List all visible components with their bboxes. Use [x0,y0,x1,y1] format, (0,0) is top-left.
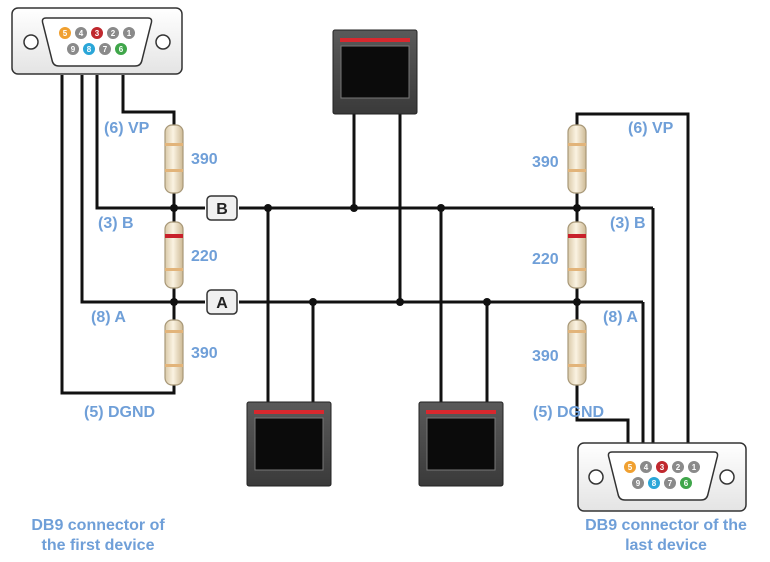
db9-pin-number: 8 [652,479,657,488]
right-a-label: (8) A [603,309,638,326]
caption-last-line2: last device [625,537,707,554]
db9-pin [106,26,120,40]
db9-pin-number: 4 [644,463,649,472]
junction-dot [573,204,581,212]
db9-pin [66,42,80,56]
junction-dot [170,298,178,306]
db9-pin [647,476,661,490]
caption-last-device: DB9 connector of the last device [556,516,770,556]
db9-pin-number: 4 [79,29,84,38]
bus-b-box: B [206,195,238,221]
db9-pin [122,26,136,40]
mount-hole [155,34,171,50]
junction-dot [350,204,358,212]
right-dgnd-label: (5) DGND [533,404,604,421]
db9-pin [663,476,677,490]
db9-pin-number: 8 [87,45,92,54]
db9-pin [623,460,637,474]
left-b-wire [95,75,205,210]
junction-dot [483,298,491,306]
hmi-panel-top [332,29,418,115]
right-resistor-mid [567,221,587,289]
junction-dot [396,298,404,306]
right-bottom-resistor-value: 390 [532,348,559,365]
junction-dot [437,204,445,212]
bus-a-label: A [216,295,228,312]
caption-last-line1: DB9 connector of the [585,517,747,534]
left-resistor-bottom [164,319,184,386]
junction-dot [573,298,581,306]
db9-pin [671,460,685,474]
db9-pin [98,42,112,56]
hmi-panel-bottom-left [246,401,332,487]
db9-pin-number: 3 [95,29,100,38]
right-dgnd-wire [575,385,630,445]
db9-connector-first: 5 4 3 2 1 9 8 7 6 [11,7,183,75]
db9-pin-number: 6 [684,479,689,488]
db9-pin [639,460,653,474]
left-a-wire [80,75,205,304]
mount-hole [588,469,604,485]
db9-pin [679,476,693,490]
db9-pin-number: 9 [636,479,641,488]
caption-first-device: DB9 connector of the first device [0,516,208,556]
db9-connector-last: 5 4 3 2 1 9 8 7 6 [577,442,747,512]
right-top-resistor-value: 390 [532,154,559,171]
db9-pin-number: 7 [668,479,673,488]
db9-pin-number: 1 [692,463,697,472]
left-resistor-mid [164,221,184,289]
left-resistor-top [164,124,184,194]
left-top-resistor-value: 390 [191,151,218,168]
mount-hole [719,469,735,485]
caption-first-line2: the first device [41,537,155,554]
db9-pin-number: 1 [127,29,132,38]
db9-pin-number: 5 [63,29,68,38]
junction-dot [309,298,317,306]
junction-dot [264,204,272,212]
db9-pin [90,26,104,40]
db9-pin-number: 6 [119,45,124,54]
db9-pin [74,26,88,40]
db9-pin [114,42,128,56]
right-b-label: (3) B [610,215,646,232]
db9-pin-number: 2 [676,463,681,472]
db9-pin-number: 5 [628,463,633,472]
pin-group: 5 4 3 2 1 9 8 7 6 [623,460,701,490]
right-resistor-top [567,124,587,194]
left-a-label: (8) A [91,309,126,326]
db9-pin-number: 3 [660,463,665,472]
pin-group: 5 4 3 2 1 9 8 7 6 [58,26,136,56]
caption-first-line1: DB9 connector of [31,517,165,534]
left-bottom-resistor-value: 390 [191,345,218,362]
db9-pin [82,42,96,56]
db9-pin-number: 9 [71,45,76,54]
left-b-label: (3) B [98,215,134,232]
left-vp-wire [121,75,176,125]
right-mid-resistor-value: 220 [532,251,559,268]
db9-pin-number: 2 [111,29,116,38]
wires [60,75,690,445]
right-resistor-bottom [567,319,587,386]
right-vp-wire [575,112,690,445]
bus-a-box: A [206,289,238,315]
db9-pin-number: 7 [103,45,108,54]
left-dgnd-wire [60,75,176,395]
db9-pin [687,460,701,474]
hmi-panel-bottom-right [418,401,504,487]
db9-pin [655,460,669,474]
right-vp-label: (6) VP [628,120,674,137]
junction-dot [170,204,178,212]
left-vp-label: (6) VP [104,120,150,137]
left-mid-resistor-value: 220 [191,248,218,265]
db9-pin [631,476,645,490]
left-dgnd-label: (5) DGND [84,404,155,421]
db9-pin [58,26,72,40]
junction-dots [170,204,581,306]
bus-b-label: B [216,201,228,218]
mount-hole [23,34,39,50]
